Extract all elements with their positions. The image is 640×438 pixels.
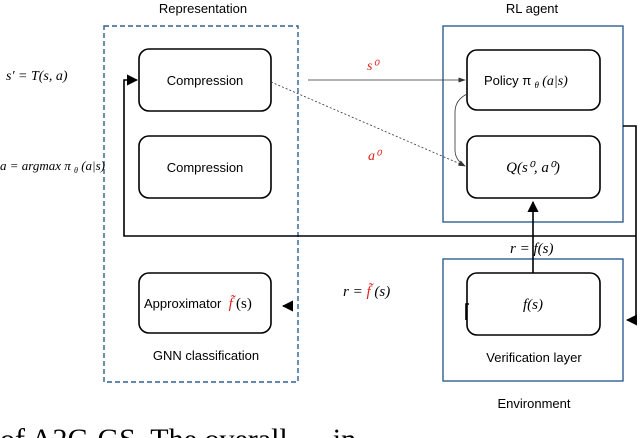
cut-caption: of A2C-GS. The overall … in … — [0, 423, 394, 438]
representation-panel — [103, 25, 299, 383]
reward-true-label: r = f(s) — [510, 241, 553, 257]
policy-node: Policy π θ (a|s) — [466, 49, 601, 111]
state-transition-label: s′ = T(s, a) — [6, 69, 68, 84]
a0-arrow — [270, 81, 466, 167]
q-value-node: Q(s⁰, a⁰) — [466, 135, 601, 199]
reward-approx-prefix: r = — [343, 284, 366, 300]
policy-arg: (a|s) — [542, 74, 568, 89]
a0-label: a⁰ — [368, 149, 383, 164]
policy-text: Policy π — [484, 73, 531, 88]
environment-inner-bracket — [465, 303, 469, 320]
approximator-arg: (s) — [236, 296, 252, 312]
approximator-f-tilde: f̃ — [229, 295, 236, 312]
approximator-text: Approximator — [144, 296, 222, 311]
action-definition-label: a = argmax π θ (a|s) — [0, 158, 105, 176]
representation-title: Representation — [159, 1, 247, 16]
environment-title: Environment — [498, 396, 571, 411]
compression-mid-label: Compression — [167, 160, 244, 175]
policy-label: Policy π θ (a|s) — [484, 73, 568, 91]
environment-caption: Verification layer — [486, 350, 582, 365]
action-def-prefix: a = argmax π — [0, 158, 71, 173]
policy-to-q-arrow — [454, 93, 468, 167]
policy-subscript: θ — [535, 80, 540, 90]
f-value-label: f(s) — [523, 297, 543, 313]
action-def-suffix: (a|s) — [81, 158, 105, 173]
f-value-node: f(s) — [466, 272, 601, 336]
state-transition-loop — [123, 74, 636, 237]
action-def-subscript: θ — [74, 166, 78, 175]
q-value-label: Q(s⁰, a⁰) — [506, 160, 560, 176]
compression-mid-node: Compression — [138, 135, 272, 199]
agent-to-environment-arrow — [623, 125, 638, 326]
rl-agent-title: RL agent — [506, 1, 559, 16]
approximator-node: Approximator f̃ (s) — [138, 272, 272, 334]
compression-top-node: Compression — [138, 48, 272, 112]
representation-caption: GNN classification — [153, 348, 259, 363]
s0-label: s⁰ — [367, 59, 380, 74]
compression-top-label: Compression — [167, 73, 244, 88]
reward-approx-label: r = f̃ (s) — [343, 283, 390, 300]
approximator-label: Approximator f̃ (s) — [144, 295, 252, 312]
reward-approx-f-tilde: f̃ — [366, 283, 373, 300]
reward-approx-suffix: (s) — [374, 284, 390, 300]
